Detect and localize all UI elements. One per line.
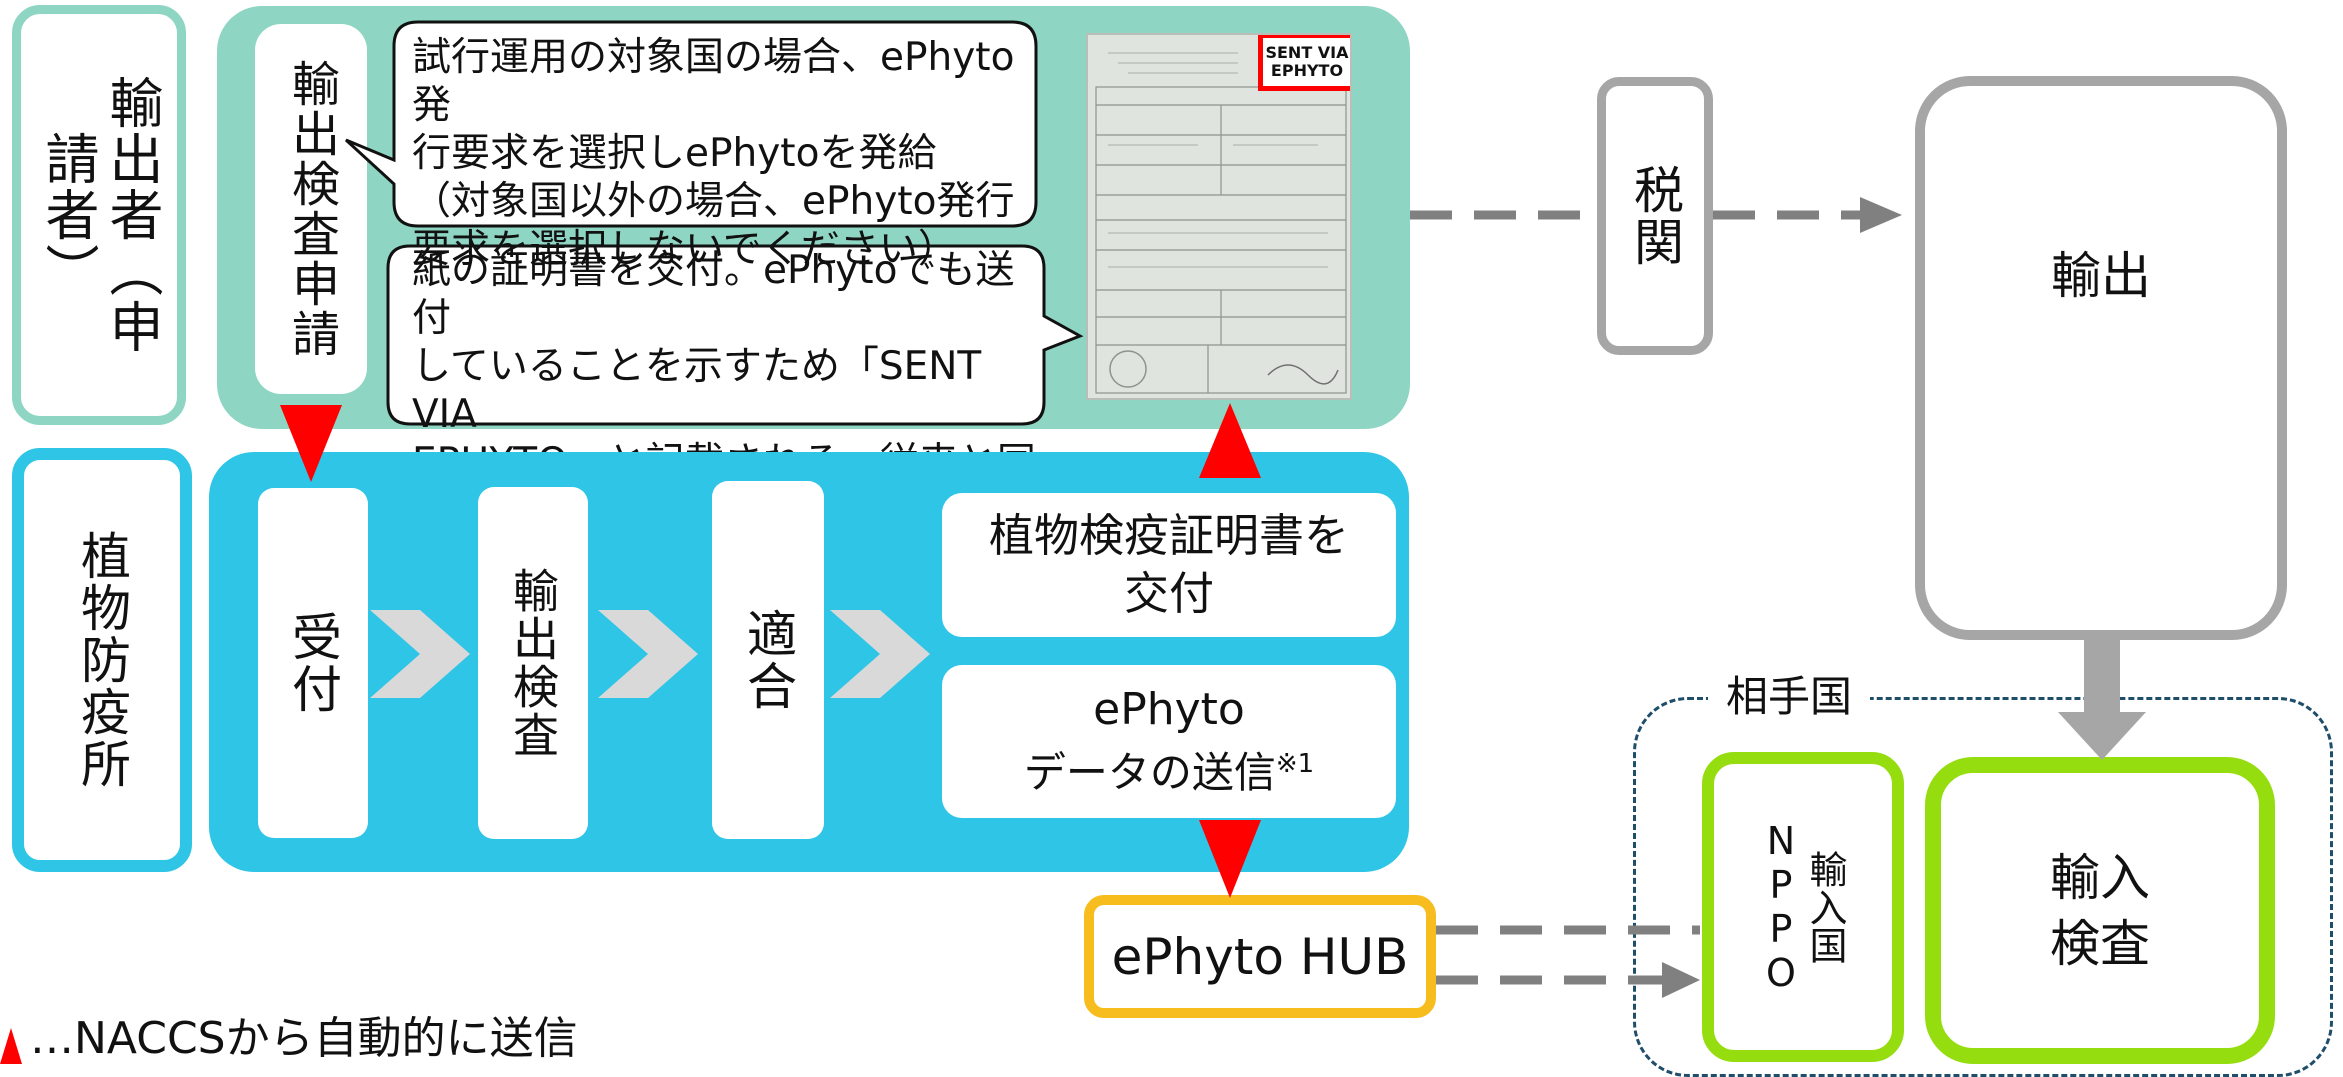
issue-certificate-label: 植物検疫証明書を 交付 bbox=[988, 509, 1349, 620]
chevron-icon bbox=[830, 610, 930, 698]
export-application-box: 輸出検査申請 bbox=[255, 24, 367, 394]
nppo-box: 輸入国NPPO bbox=[1702, 752, 1904, 1062]
customs-label: 税関 bbox=[1626, 164, 1684, 268]
export-box: 輸出 bbox=[1915, 76, 2287, 640]
bubble-top-text: 試行運用の対象国の場合、ePhyto発 行要求を選択しePhytoを発給 （対象… bbox=[412, 35, 1015, 272]
customs-box: 税関 bbox=[1597, 77, 1713, 355]
bubble-bottom-shape bbox=[386, 244, 1084, 426]
pass-step: 適合 bbox=[712, 481, 824, 839]
export-label: 輸出 bbox=[2051, 247, 2151, 305]
chevron-arrows bbox=[370, 610, 930, 698]
pass-label: 適合 bbox=[739, 608, 797, 712]
arrowhead-icon bbox=[1860, 197, 1902, 233]
quarantine-office-label: 植物防疫所 bbox=[73, 530, 131, 790]
issue-certificate-step: 植物検疫証明書を 交付 bbox=[942, 493, 1396, 637]
inspection-step: 輸出検査 bbox=[478, 487, 588, 839]
sent-via-ephyto-stamp: SENT VIA EPHYTO bbox=[1258, 35, 1350, 91]
bubble-shapes bbox=[344, 20, 1084, 426]
send-note: ※1 bbox=[1275, 749, 1315, 779]
import-inspection-label: 輸入 検査 bbox=[2050, 848, 2150, 973]
chevron-icon bbox=[370, 610, 470, 698]
send-line2: データの送信 bbox=[1023, 748, 1276, 797]
stamp-line2: EPHYTO bbox=[1270, 61, 1344, 80]
applicant-label: 輸出者（申請者） bbox=[36, 75, 163, 355]
receipt-step: 受付 bbox=[258, 488, 368, 838]
nppo-label: 輸入国NPPO bbox=[1759, 819, 1847, 995]
stamp-line1: SENT VIA bbox=[1265, 43, 1349, 62]
quarantine-office-box: 植物防疫所 bbox=[12, 448, 192, 872]
legend-red-triangle-icon bbox=[0, 1028, 22, 1064]
inspection-label: 輸出検査 bbox=[506, 567, 560, 759]
export-application-label: 輸出検査申請 bbox=[283, 59, 339, 359]
legend-text: …NACCSから自動的に送信 bbox=[30, 1013, 578, 1064]
bubble-top-shape bbox=[344, 20, 1038, 228]
send-line2-wrap: データの送信※1 bbox=[1024, 737, 1314, 800]
certificate-lines bbox=[1088, 35, 1350, 398]
send-ephyto-step: ePhyto データの送信※1 bbox=[942, 665, 1396, 818]
phytosanitary-certificate-image: SENT VIA EPHYTO bbox=[1086, 33, 1352, 400]
ephyto-hub-box: ePhyto HUB bbox=[1084, 895, 1436, 1018]
partner-country-label: 相手国 bbox=[1708, 670, 1871, 724]
send-line1: ePhyto bbox=[1093, 684, 1245, 735]
chevron-icon bbox=[598, 610, 698, 698]
receipt-label: 受付 bbox=[284, 611, 342, 715]
import-inspection-box: 輸入 検査 bbox=[1925, 757, 2275, 1064]
ephyto-hub-label: ePhyto HUB bbox=[1111, 927, 1409, 986]
applicant-box: 輸出者（申請者） bbox=[12, 5, 186, 425]
